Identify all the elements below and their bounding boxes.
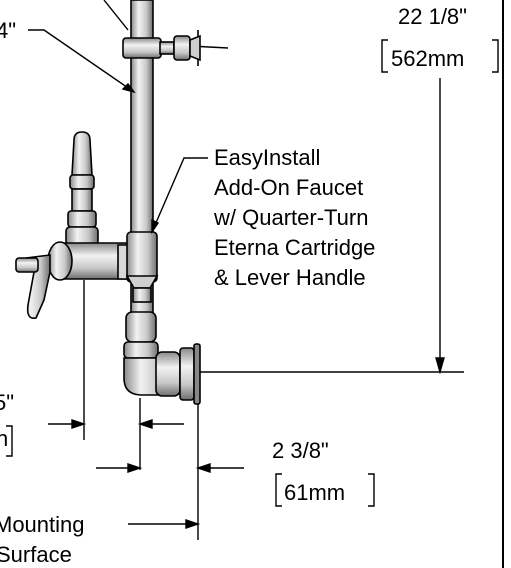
callout-line-5: & Lever Handle <box>214 265 366 290</box>
faucet-upper-stem <box>71 131 93 176</box>
mounting-flange <box>193 343 201 405</box>
height-metric-bracket <box>381 39 499 73</box>
height-metric-label: 562mm <box>391 46 464 71</box>
left-partial-top-label: 5" <box>0 390 14 415</box>
mounting-line-2: Surface <box>0 542 72 567</box>
callout-line-2: Add-On Faucet <box>214 175 363 200</box>
callout-line-4: Eterna Cartridge <box>214 235 375 260</box>
offset-imperial-label: 2 3/8" <box>272 438 329 463</box>
offset-metric-label: 61mm <box>284 480 345 505</box>
callout-line-1: EasyInstall <box>214 145 320 170</box>
left-metric-bracket <box>6 425 13 457</box>
faucet-assembly <box>15 0 229 405</box>
callout-line-3: w/ Quarter-Turn <box>213 205 368 230</box>
dimension-lines <box>28 0 464 540</box>
left-partial-bottom-label: n <box>0 426 8 451</box>
callout-text: EasyInstall Add-On Faucet w/ Quarter-Tur… <box>213 145 375 290</box>
pipe-clamp <box>122 37 162 59</box>
offset-metric-bracket <box>275 473 375 507</box>
lower-coupling <box>125 311 157 343</box>
mounting-line-1: Mounting <box>0 512 85 537</box>
top-partial-label: 4" <box>0 18 16 43</box>
height-imperial-label: 22 1/8" <box>398 4 467 29</box>
